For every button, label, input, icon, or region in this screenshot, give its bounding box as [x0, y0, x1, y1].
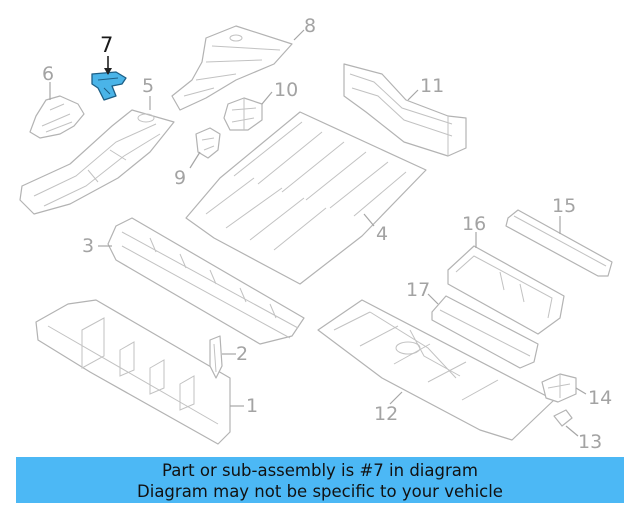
callout-line-12 [389, 391, 403, 405]
parts-diagram: 6 7 5 8 10 9 11 [19, 15, 613, 453]
part-7-highlighted[interactable] [91, 71, 127, 101]
callout-17[interactable]: 17 [406, 279, 430, 301]
callout-4[interactable]: 4 [376, 223, 388, 245]
callout-line-13 [565, 425, 579, 437]
callout-10[interactable]: 10 [274, 79, 298, 101]
callout-7[interactable]: 7 [100, 33, 113, 57]
callout-line-10 [261, 91, 273, 105]
part-16-crossmember[interactable] [447, 245, 565, 335]
part-12-front-floor[interactable] [317, 299, 555, 441]
callout-line-8 [293, 29, 305, 41]
banner-line-part: Part or sub-assembly is #7 in diagram [162, 461, 478, 480]
part-10-bracket[interactable] [223, 97, 263, 131]
callout-15[interactable]: 15 [552, 195, 576, 217]
part-17-crossmember[interactable] [431, 295, 539, 369]
callout-1[interactable]: 1 [246, 395, 258, 417]
callout-12[interactable]: 12 [374, 403, 398, 425]
part-1-rear-panel[interactable] [35, 299, 231, 445]
part-15-sill[interactable] [505, 209, 613, 277]
callout-5[interactable]: 5 [142, 75, 154, 97]
callout-13[interactable]: 13 [578, 431, 602, 453]
callout-11[interactable]: 11 [420, 75, 444, 97]
callout-line-14 [575, 387, 587, 395]
callout-2[interactable]: 2 [236, 343, 248, 365]
part-5-rail[interactable] [19, 109, 175, 215]
part-2-bracket[interactable] [209, 335, 223, 379]
part-13-clip[interactable] [553, 409, 573, 427]
callout-14[interactable]: 14 [588, 387, 612, 409]
info-banner: Part or sub-assembly is #7 in diagram Di… [16, 457, 624, 503]
callout-line-17 [427, 293, 439, 305]
part-8-panel[interactable] [171, 25, 293, 111]
part-3-crossmember[interactable] [107, 217, 305, 345]
banner-line-disclaimer: Diagram may not be specific to your vehi… [137, 482, 503, 501]
callout-line-11 [407, 89, 419, 101]
callout-8[interactable]: 8 [304, 15, 316, 37]
callout-line-4 [363, 213, 375, 227]
callout-7-arrow [104, 68, 112, 75]
callout-3[interactable]: 3 [82, 235, 94, 257]
part-4-rear-floor[interactable] [185, 111, 427, 285]
part-11-crossmember[interactable] [343, 63, 467, 157]
callout-line-9 [189, 151, 201, 169]
part-6-bracket[interactable] [29, 95, 85, 139]
callout-6[interactable]: 6 [42, 63, 54, 85]
callout-16[interactable]: 16 [462, 213, 486, 235]
callout-9[interactable]: 9 [174, 167, 186, 189]
part-14-bracket[interactable] [541, 373, 577, 403]
part-9-bracket[interactable] [195, 127, 221, 159]
